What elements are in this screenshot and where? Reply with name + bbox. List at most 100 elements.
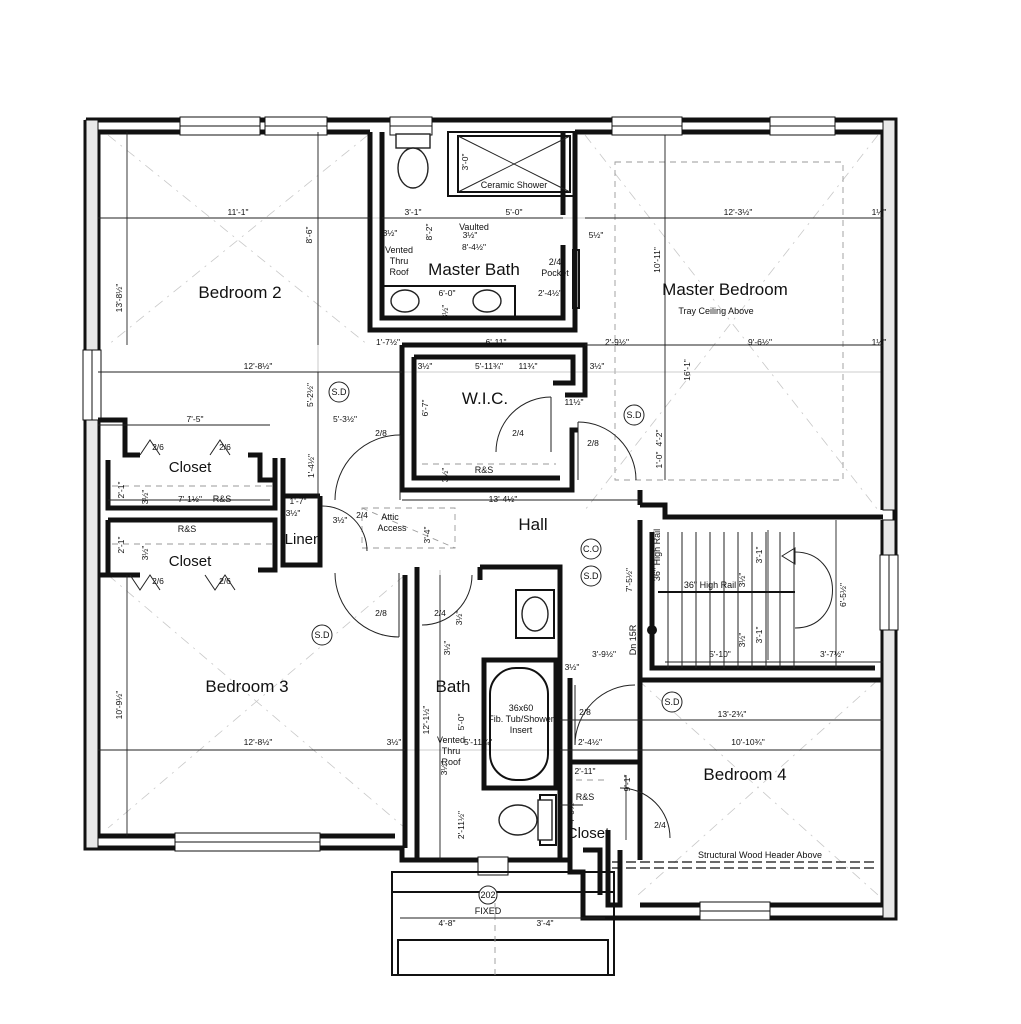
sink-icon (390, 289, 420, 313)
toilet-tank-icon (395, 133, 431, 149)
smoke-detector-label: S.D (583, 571, 599, 581)
ceramic-shower-note: Ceramic Shower (481, 180, 548, 190)
dimension-label: 7'-5½" (624, 568, 634, 592)
door-swing-closet4 (619, 787, 671, 839)
dimension-label: 3½" (140, 546, 150, 561)
rod-shelf-label: R&S (178, 524, 197, 534)
attic-note-line1: Attic (381, 512, 399, 522)
stair-treads (667, 532, 795, 668)
dimension-label: 8'-6" (304, 227, 314, 244)
dimension-labels: 11'-1" 8'-6" 13'-8½" 3'-1" 5'-0" 3'-0" 1… (114, 154, 886, 928)
dimension-label: 2/4 (356, 510, 368, 520)
dimension-label: 5'-0" (456, 714, 466, 731)
dimension-label: 3½" (463, 230, 478, 240)
dimension-label: 16'-1" (682, 359, 692, 381)
smoke-detector-label: S.D (664, 697, 680, 707)
dimension-label: 3'-9½" (592, 649, 616, 659)
dimension-label: 2/6 (152, 442, 164, 452)
dimension-label: 13'-4½" (489, 494, 518, 504)
smoke-detector-label: S.D (314, 630, 330, 640)
dimension-label: 3½" (440, 468, 450, 483)
dimension-label: 2/6 (219, 442, 231, 452)
room-label-master-bedroom: Master Bedroom (662, 280, 788, 299)
dimension-label: 2/8 (375, 428, 387, 438)
front-porch (391, 871, 615, 976)
dimension-label: 9'-1" (622, 775, 632, 792)
tub-note-line3: Insert (510, 725, 533, 735)
fixtures (112, 133, 878, 869)
dimension-label: 5'-2½" (305, 383, 315, 407)
interior-walls (98, 131, 883, 908)
dimension-label: 5'-10" (709, 649, 731, 659)
dimension-label: 1'-4½" (306, 454, 316, 478)
dimension-label: 3½" (440, 305, 450, 320)
pocket-note-line1: 2/4 (549, 257, 562, 267)
dimension-label: 6'-0" (439, 288, 456, 298)
dimension-label: 2'-4½" (538, 288, 562, 298)
dimension-label: 5'-3½" (333, 414, 357, 424)
dimension-label: 6'-11" (485, 337, 506, 347)
dimension-label: 11'-1" (227, 207, 248, 217)
vented-note-1-line2: Thru (390, 256, 409, 266)
cleanout-icon (580, 538, 602, 560)
vented-note-2-line3: Roof (441, 757, 461, 767)
dimension-label: 3½" (590, 361, 605, 371)
fixed-note: FIXED (475, 906, 502, 916)
window-tag-icon (478, 885, 498, 905)
dimension-label: 3½" (387, 737, 402, 747)
dimension-label: 2/8 (375, 608, 387, 618)
dimension-label: 3½" (286, 508, 301, 518)
dimension-label: 2'-1" (116, 482, 126, 499)
dimension-label: 3½" (439, 761, 449, 776)
dimension-label: 3½" (565, 662, 580, 672)
sink-icon (521, 596, 549, 632)
newel-post (647, 625, 657, 635)
smoke-detector-label: S.D (331, 387, 347, 397)
room-labels: Bedroom 2 Master Bath Master Bedroom Tra… (169, 260, 788, 842)
dimension-label: 2/6 (152, 576, 164, 586)
structural-header-note: Structural Wood Header Above (698, 850, 822, 860)
stair-arrow-head (781, 547, 796, 565)
dimension-label: 3'-4" (537, 918, 554, 928)
room-label-bedroom-2: Bedroom 2 (198, 283, 281, 302)
door-swing-bed2 (334, 434, 401, 501)
door-swing-master (577, 421, 637, 481)
room-label-closet-lower: Closet (169, 553, 212, 570)
vented-note-2-line2: Thru (442, 746, 461, 756)
dimension-label: 2/6 (219, 576, 231, 586)
doors (129, 249, 671, 839)
dimension-label: 7'-1½" (178, 494, 202, 504)
rod-shelf-label: R&S (475, 465, 494, 475)
dimension-label: 3½" (140, 490, 150, 505)
tray-ceiling-note: Tray Ceiling Above (678, 306, 753, 316)
dimension-label: 3½" (454, 611, 464, 626)
cleanout-label: C.O (583, 544, 599, 554)
room-label-linen: Linen (285, 531, 322, 548)
dimension-label: 2/4 (434, 608, 446, 618)
tub-note-line2: Fib. Tub/Shower (488, 714, 554, 724)
dimension-label: 4'-2" (654, 430, 664, 447)
room-label-bedroom-4: Bedroom 4 (703, 765, 786, 784)
rod-shelf-label: R&S (213, 494, 232, 504)
vented-note-2-line1: Vented (437, 735, 465, 745)
vaulted-note: Vaulted (459, 222, 489, 232)
dimension-label: 6'-7" (420, 400, 430, 417)
dimension-label: 10'-9½" (114, 691, 124, 720)
dimension-label: 3½" (383, 228, 398, 238)
dimension-label: 7'-5" (187, 414, 204, 424)
smoke-detector-icon (623, 404, 645, 426)
room-label-closet-upper: Closet (169, 459, 212, 476)
dimension-label: 1½" (872, 337, 887, 347)
dimension-label: 11½" (565, 397, 584, 407)
dimension-label: 10'-11" (652, 247, 662, 273)
dimension-lines (98, 132, 883, 860)
window-tag-number: 202 (480, 890, 495, 900)
dimension-label: 2/8 (587, 438, 599, 448)
toilet-tank-icon (537, 799, 553, 841)
smoke-detector-icon (311, 624, 333, 646)
pocket-note-line2: Pocket (541, 268, 569, 278)
dimension-label: 3½" (737, 633, 747, 648)
dimension-label: 12'-8½" (244, 737, 273, 747)
smoke-detector-icon (328, 381, 350, 403)
